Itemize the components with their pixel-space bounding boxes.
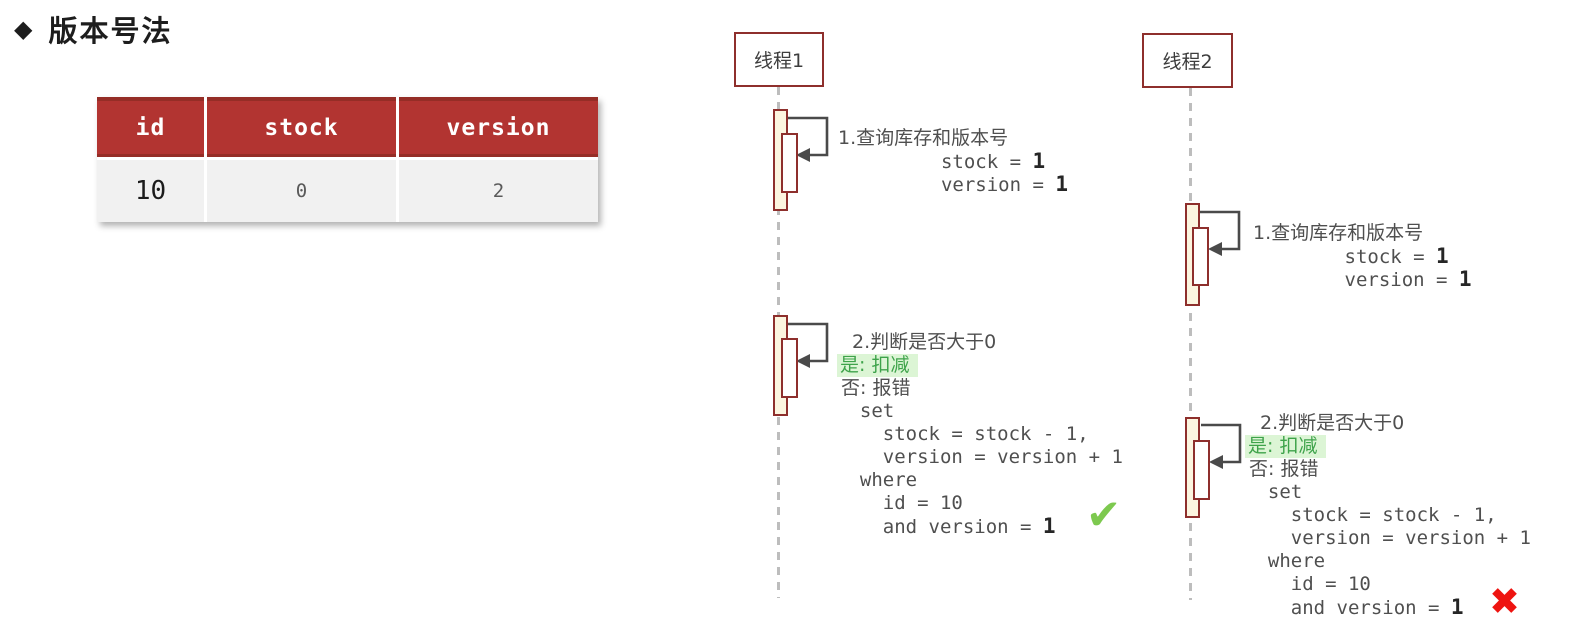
diamond-bullet-icon: ◆ — [14, 15, 33, 43]
thread1-step1-title: 1.查询库存和版本号 — [838, 127, 1009, 149]
table-cell-version: 2 — [399, 160, 598, 222]
table-header-row: id stock version — [97, 97, 598, 157]
stock-value: 1 — [1436, 244, 1449, 268]
thread1-box: 线程1 — [734, 32, 824, 87]
table-header-stock: stock — [207, 97, 396, 157]
and-version-value: 1 — [1042, 514, 1056, 538]
thread1-step2-title: 2.判断是否大于0 — [852, 331, 997, 353]
thread2-sql-id: id = 10 — [1245, 573, 1371, 595]
and-version-prefix: and version = — [837, 516, 1043, 538]
thread1-label: 线程1 — [753, 50, 805, 72]
thread1-sql-version: version = version + 1 — [837, 446, 1123, 468]
thread2-step2-yes-line: 是: 扣减 — [1245, 435, 1531, 458]
success-check-icon: ✔ — [1086, 490, 1122, 539]
table-cell-stock: 0 — [207, 160, 396, 222]
thread2-step2-title: 2.判断是否大于0 — [1260, 412, 1405, 434]
version-value: 1 — [1055, 172, 1068, 196]
page-title-text: 版本号法 — [48, 14, 173, 48]
thread1-step2-yes-line: 是: 扣减 — [837, 354, 1123, 377]
thread1-activation1-inner — [781, 133, 798, 193]
stock-table: id stock version 10 0 2 — [97, 97, 598, 222]
and-version-value: 1 — [1450, 595, 1464, 619]
failure-x-icon: ✖ — [1489, 580, 1521, 623]
table-cell-id: 10 — [97, 160, 204, 222]
thread2-sql-and-line: and version = 1 — [1245, 595, 1531, 620]
thread2-sql-where: where — [1245, 550, 1326, 572]
stock-line-prefix: stock = — [1253, 246, 1437, 268]
self-call-arrow-icon — [788, 116, 829, 162]
thread2-activation1-inner — [1192, 227, 1209, 286]
table-header-id: id — [97, 97, 204, 157]
thread1-step2-note: 2.判断是否大于0 是: 扣减 否: 报错 set stock = stock … — [837, 331, 1123, 538]
stock-line-prefix: stock = — [838, 151, 1033, 173]
thread2-step2-note: 2.判断是否大于0 是: 扣减 否: 报错 set stock = stock … — [1245, 412, 1531, 619]
self-call-arrow-icon — [1200, 210, 1241, 256]
page-title: ◆ 版本号法 — [14, 8, 172, 50]
version-line-prefix: version = — [1253, 269, 1459, 291]
yes-highlight: 是: 扣减 — [1245, 435, 1327, 458]
table-header-version: version — [399, 97, 598, 157]
thread2-sql-version: version = version + 1 — [1245, 527, 1531, 549]
thread1-sql-stock: stock = stock - 1, — [837, 423, 1089, 445]
thread1-sql-where: where — [837, 469, 918, 491]
self-call-arrow-icon — [788, 322, 829, 368]
thread1-sql-id: id = 10 — [837, 492, 963, 514]
thread2-step1-version-line: version = 1 — [1253, 267, 1472, 292]
thread2-box: 线程2 — [1142, 33, 1233, 88]
thread2-step1-title: 1.查询库存和版本号 — [1253, 222, 1424, 244]
thread2-step1-stock-line: stock = 1 — [1253, 244, 1472, 269]
version-line-prefix: version = — [838, 174, 1056, 196]
thread2-label: 线程2 — [1162, 51, 1213, 73]
thread2-sql-set: set — [1245, 481, 1303, 503]
version-value: 1 — [1458, 267, 1472, 291]
yes-highlight: 是: 扣减 — [837, 354, 919, 377]
thread1-activation2-inner — [781, 338, 798, 398]
thread1-step1-note: 1.查询库存和版本号 stock = 1 version = 1 — [838, 127, 1068, 196]
thread2-step2-no-line: 否: 报错 — [1249, 458, 1319, 480]
stock-value: 1 — [1032, 149, 1046, 173]
table-data-row: 10 0 2 — [97, 160, 598, 222]
thread2-lifeline — [1189, 88, 1192, 600]
thread1-sql-and-line: and version = 1 — [837, 514, 1123, 539]
thread1-step1-version-line: version = 1 — [838, 172, 1068, 197]
thread2-sql-stock: stock = stock - 1, — [1245, 504, 1497, 526]
and-version-prefix: and version = — [1245, 597, 1451, 619]
thread1-sql-set: set — [837, 400, 895, 422]
thread1-step2-no-line: 否: 报错 — [841, 377, 911, 399]
thread1-step1-stock-line: stock = 1 — [838, 149, 1068, 174]
thread2-activation2-inner — [1193, 440, 1210, 500]
self-call-arrow-icon — [1201, 423, 1242, 469]
thread2-step1-note: 1.查询库存和版本号 stock = 1 version = 1 — [1253, 222, 1472, 291]
